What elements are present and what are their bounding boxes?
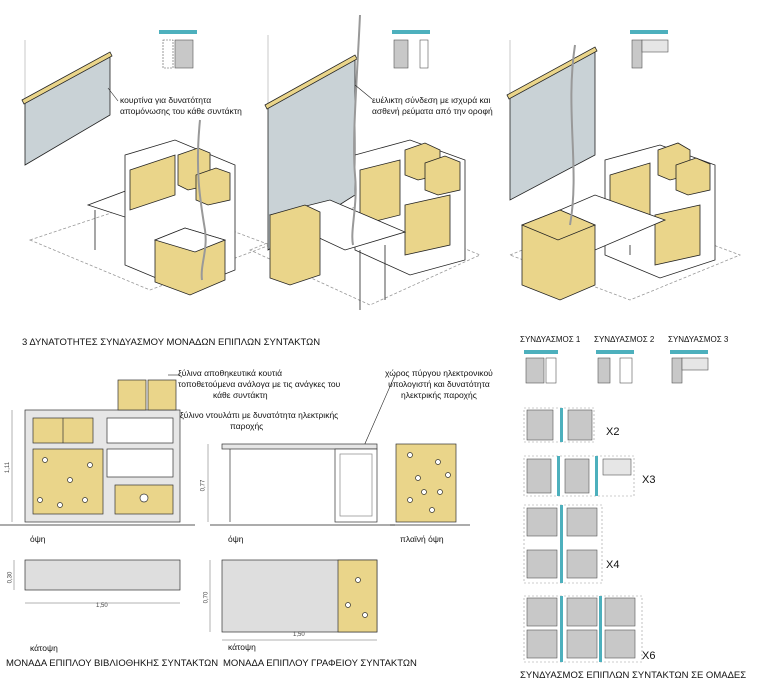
axonometric-1: [21, 40, 272, 296]
tower-note-line-1: χώρος πύργου ηλεκτρονικού: [385, 368, 493, 378]
caption-bookcase: ΜΟΝΑΔΑ ΕΠΙΠΛΟΥ ΒΙΒΛΙΟΘΗΚΗΣ ΣΥΝΤΑΚΤΩΝ: [6, 658, 219, 669]
side-elevation: [390, 443, 470, 526]
dim-desk-depth: 0,70: [203, 591, 210, 604]
boxes-note: ξύλινα αποθηκευτικά κουτιά τοποθετούμενα…: [178, 368, 340, 401]
multiplier-x3: X3: [642, 474, 656, 486]
dim-bookcase-depth: 0,30: [7, 571, 14, 584]
axonometric-2: [248, 14, 482, 310]
view-label-side: πλαϊνή όψη: [400, 534, 444, 544]
boxes-note-line-3: κάθε συντάκτη: [213, 390, 268, 400]
combo-icons: [524, 350, 709, 384]
dim-desk-height: 0,77: [200, 479, 207, 492]
desk-elevation: 0,77: [207, 443, 395, 526]
main-title: 3 ΔΥΝΑΤΟΤΗΤΕΣ ΣΥΝΔΥΑΣΜΟΥ ΜΟΝΑΔΩΝ ΕΠΙΠΛΩΝ…: [22, 337, 321, 348]
axonometric-3: [506, 40, 742, 301]
multiplier-x2: X2: [606, 426, 620, 438]
multiplier-x6: X6: [642, 650, 656, 662]
cable-note-line-2: ασθενή ρεύματα από την οροφή: [372, 106, 493, 116]
boxes-note-line-1: ξύλινα αποθηκευτικά κουτιά: [178, 368, 282, 378]
desk-plan: 0,70 1,50: [209, 559, 378, 641]
top-key-plans: [159, 30, 669, 69]
group-arrangements: [523, 407, 643, 663]
combo-label-3: ΣΥΝΔΥΑΣΜΟΣ 3: [668, 335, 729, 344]
boxes-note-line-2: τοποθετούμενα ανάλογα με τις ανάγκες του: [178, 379, 341, 389]
view-label-front-mid: όψη: [228, 534, 244, 544]
combo-label-1: ΣΥΝΔΥΑΣΜΟΣ 1: [520, 335, 581, 344]
view-label-plan-mid: κάτοψη: [228, 642, 256, 652]
view-label-front-left: όψη: [30, 534, 46, 544]
tower-note-line-2: υπολογιστή και δυνατότητα: [388, 379, 490, 389]
multiplier-x4: X4: [606, 559, 620, 571]
cable-note-line-1: ευέλικτη σύνδεση με ισχυρά και: [372, 95, 491, 105]
bookcase-elevation: 1,11: [0, 379, 195, 526]
caption-desk: ΜΟΝΑΔΑ ΕΠΙΠΛΟΥ ΓΡΑΦΕΙΟΥ ΣΥΝΤΑΚΤΩΝ: [223, 658, 417, 669]
drawer-note-line-2: παροχής: [230, 421, 264, 431]
tower-note: χώρος πύργου ηλεκτρονικού υπολογιστή και…: [385, 368, 493, 401]
bookcase-plan: 0,30 1,50: [13, 559, 181, 604]
curtain-note-line-2: απομόνωσης του κάθε συντάκτη: [120, 106, 242, 116]
cable-note: ευέλικτη σύνδεση με ισχυρά και ασθενή ρε…: [372, 95, 493, 117]
dim-bookcase-height: 1,11: [5, 461, 12, 474]
curtain-note-line-1: κουρτίνα για δυνατότητα: [120, 95, 212, 105]
dim-bookcase-width: 1,50: [96, 603, 108, 609]
combo-label-2: ΣΥΝΔΥΑΣΜΟΣ 2: [594, 335, 655, 344]
drawer-note-line-1: ξύλινο ντουλάπι με δυνατότητα ηλεκτρικής: [180, 410, 339, 420]
dim-desk-width: 1,50: [293, 632, 305, 638]
drawer-note: ξύλινο ντουλάπι με δυνατότητα ηλεκτρικής…: [180, 410, 338, 432]
caption-groups: ΣΥΝΔΥΑΣΜΟΣ ΕΠΙΠΛΩΝ ΣΥΝΤΑΚΤΩΝ ΣΕ ΟΜΑΔΕΣ: [520, 670, 747, 681]
view-label-plan-left: κάτοψη: [30, 643, 58, 653]
tower-note-line-3: ηλεκτρικής παροχής: [401, 390, 477, 400]
curtain-note: κουρτίνα για δυνατότητα απομόνωσης του κ…: [120, 95, 242, 117]
